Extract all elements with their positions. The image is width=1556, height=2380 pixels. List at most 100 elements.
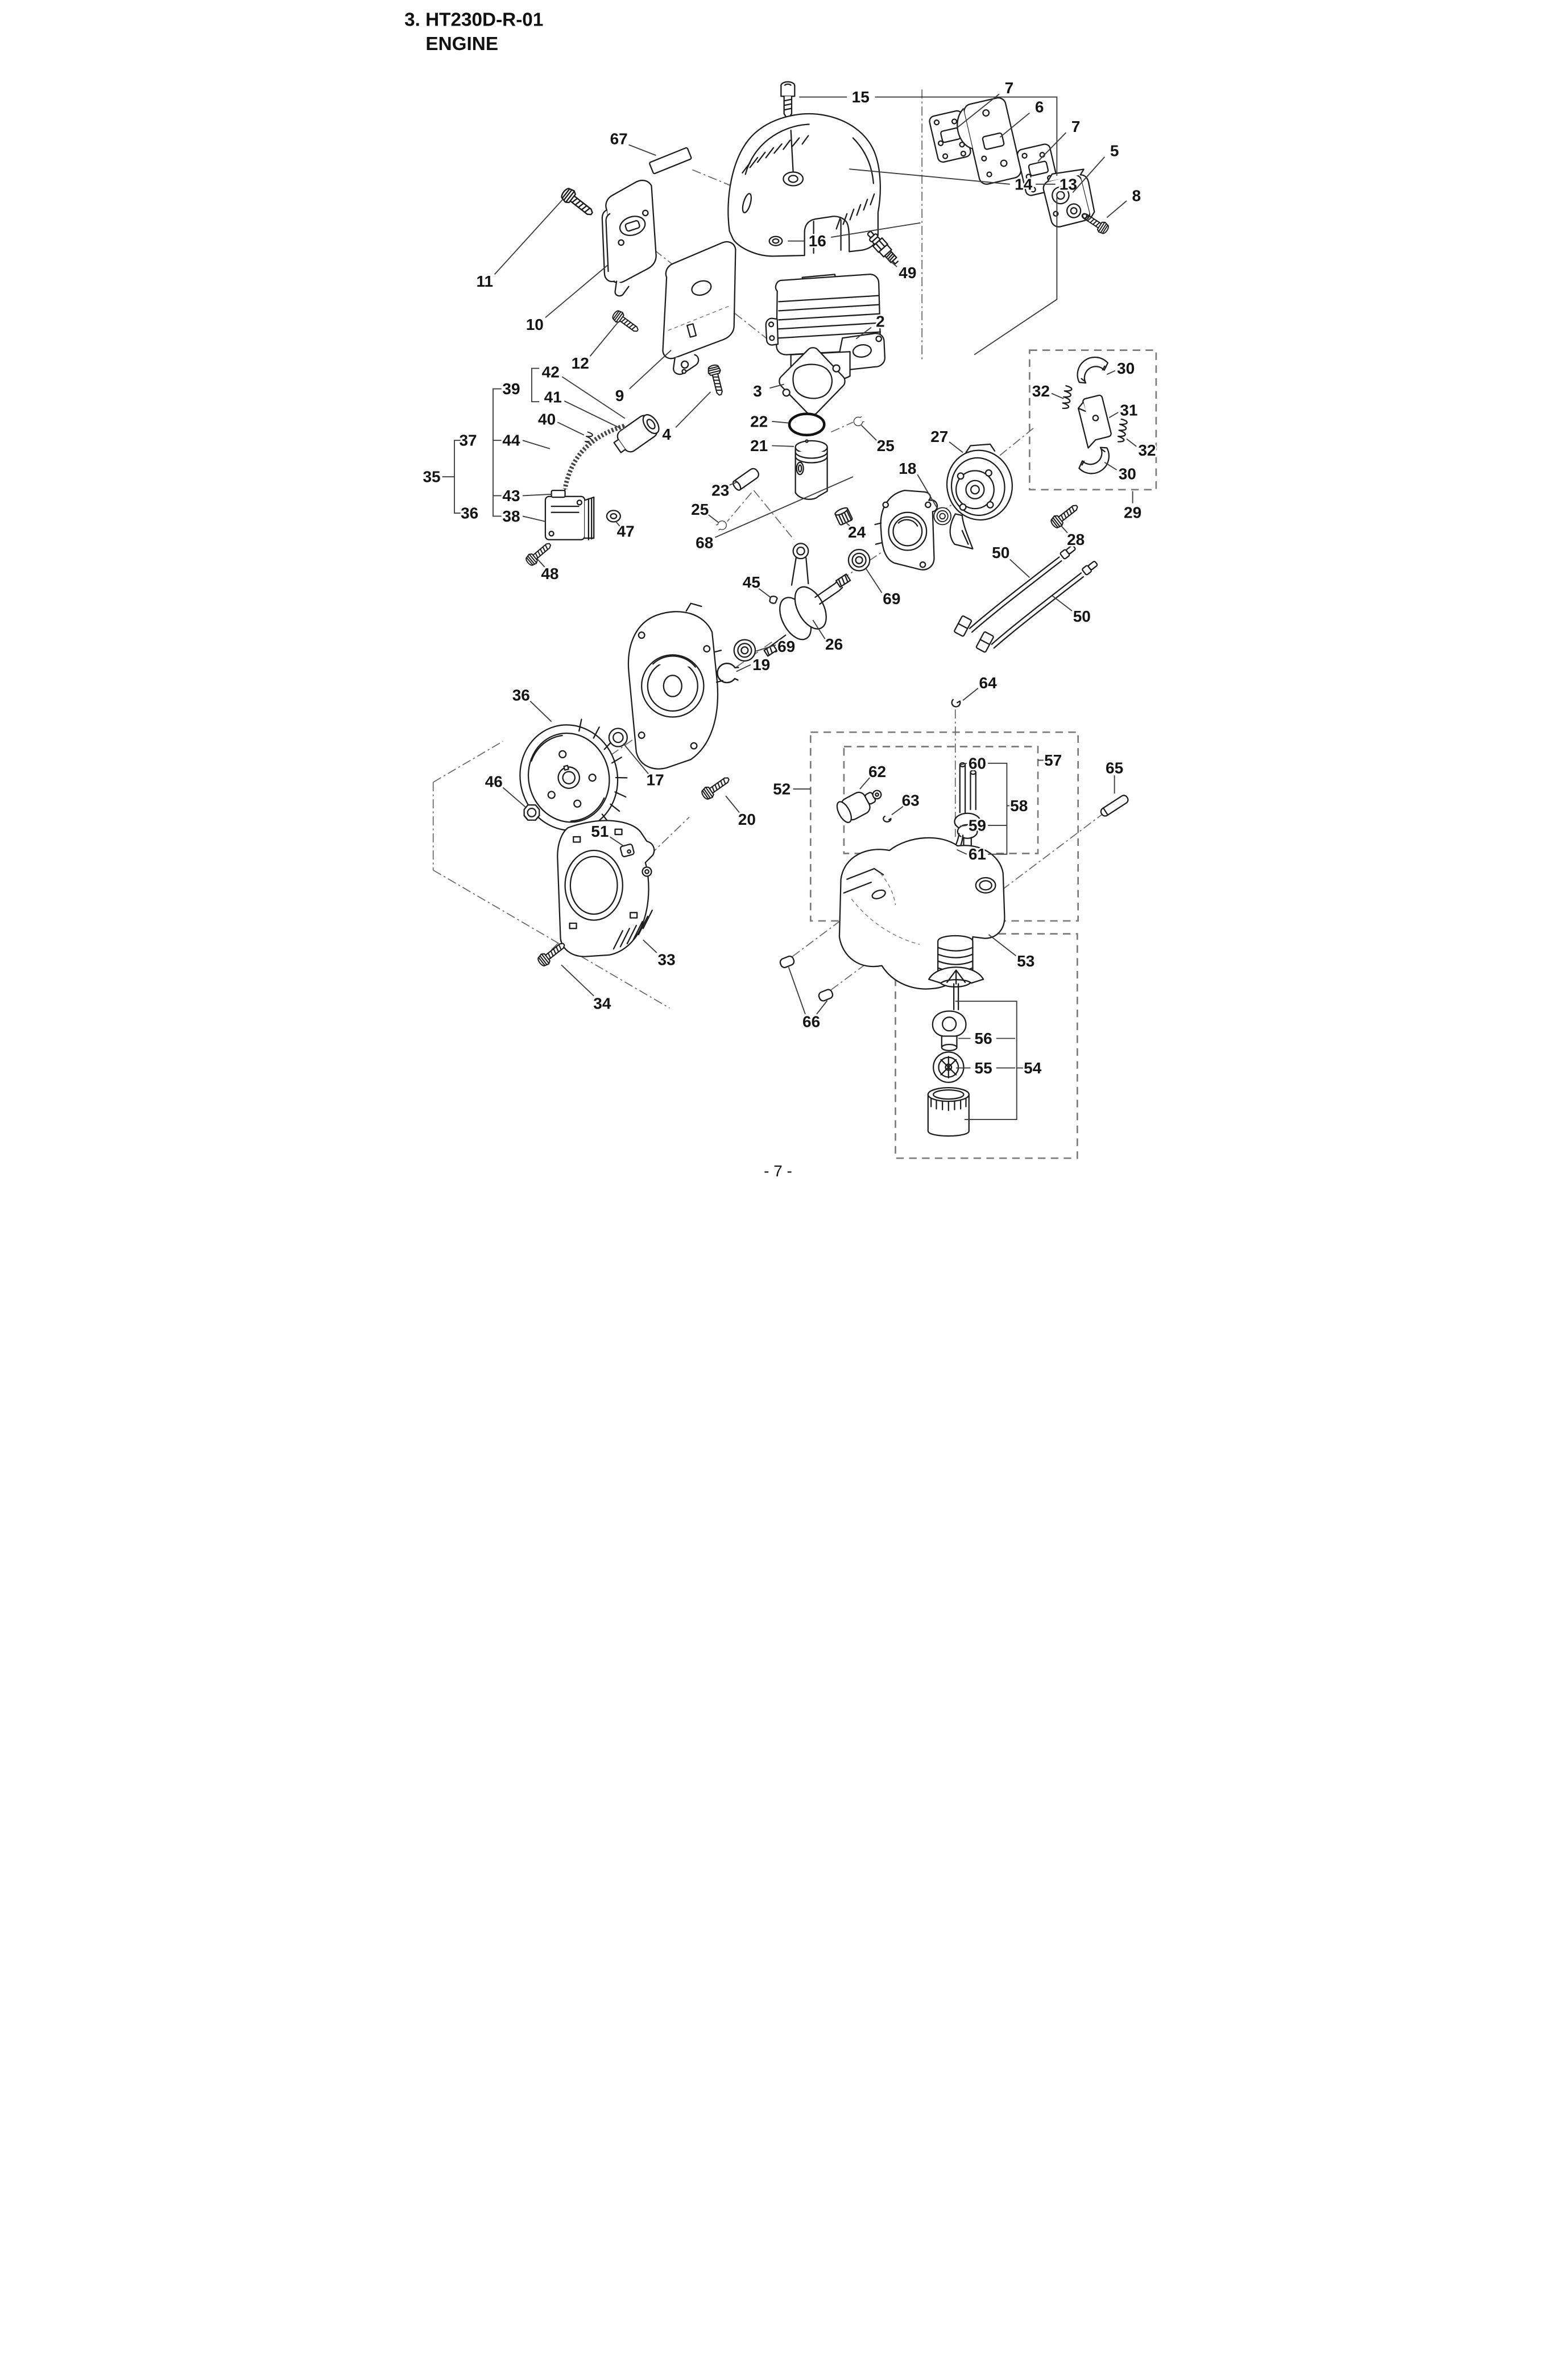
leader-line-45 bbox=[758, 588, 771, 598]
leader-line-60 bbox=[960, 762, 967, 766]
circlip-25a bbox=[852, 415, 866, 428]
leader-line-43 bbox=[522, 493, 552, 497]
leader-line-23 bbox=[729, 481, 738, 486]
clutch-drum bbox=[946, 443, 1013, 549]
leader-line-53 bbox=[988, 934, 1016, 956]
leader-line-7 bbox=[1037, 132, 1067, 162]
callout-30: 30 bbox=[1119, 465, 1136, 482]
callout-27: 27 bbox=[930, 428, 948, 445]
callout-61: 61 bbox=[969, 845, 986, 863]
page-number: - 7 - bbox=[764, 1162, 792, 1180]
callout-47: 47 bbox=[617, 523, 635, 540]
callout-50: 50 bbox=[992, 544, 1009, 561]
callout-22: 22 bbox=[750, 412, 768, 430]
callout-43: 43 bbox=[502, 487, 520, 505]
callout-33: 33 bbox=[658, 951, 676, 968]
crankcase-half-left bbox=[627, 602, 723, 770]
clutch-shoe-b bbox=[1074, 445, 1114, 478]
fuel-tube-65 bbox=[1100, 795, 1129, 817]
callout-38: 38 bbox=[502, 507, 520, 525]
callout-51: 51 bbox=[591, 823, 609, 840]
leader-line-34 bbox=[561, 964, 594, 997]
diagram-canvas: 3. HT230D-R-01 ENGINE - 7 - bbox=[404, 9, 1157, 1180]
callout-bracket bbox=[454, 440, 461, 514]
leader-line-3 bbox=[769, 383, 784, 389]
leader-line-28 bbox=[1060, 524, 1068, 534]
spark-plug bbox=[867, 230, 899, 265]
leader-line-10 bbox=[545, 265, 608, 319]
page-subtitle: ENGINE bbox=[425, 34, 498, 55]
leader-line-24 bbox=[845, 522, 851, 527]
cover-screw bbox=[780, 81, 796, 121]
fuel-cap-retainer bbox=[928, 966, 984, 1051]
callout-3: 3 bbox=[753, 382, 762, 400]
coil-grommet bbox=[606, 510, 621, 523]
callout-57: 57 bbox=[1044, 751, 1062, 769]
leader-line-48 bbox=[536, 558, 545, 568]
callout-7: 7 bbox=[1005, 79, 1014, 97]
callout-44: 44 bbox=[502, 432, 520, 449]
leader-line-7 bbox=[957, 93, 1000, 128]
callout-45: 45 bbox=[743, 573, 760, 591]
leader-line-5 bbox=[1072, 156, 1105, 193]
leader-line-6 bbox=[999, 112, 1030, 138]
leader-line-30 bbox=[1104, 462, 1118, 470]
leader-line-16 bbox=[831, 222, 921, 238]
callout-12: 12 bbox=[572, 354, 589, 372]
piston-ring bbox=[788, 412, 826, 437]
callout-14: 14 bbox=[1015, 175, 1033, 193]
callout-52: 52 bbox=[773, 780, 791, 798]
clutch-shoe-a bbox=[1073, 353, 1112, 386]
crankcase-half-right bbox=[874, 489, 938, 571]
callout-19: 19 bbox=[752, 656, 770, 673]
callout-23: 23 bbox=[711, 482, 729, 499]
leader-line-38 bbox=[522, 515, 546, 522]
tank-pad-a bbox=[778, 954, 796, 969]
callout-8: 8 bbox=[1132, 187, 1141, 204]
leader-line-4 bbox=[675, 391, 711, 428]
callout-25: 25 bbox=[691, 501, 709, 518]
callout-42: 42 bbox=[542, 363, 560, 381]
leader-line-66 bbox=[788, 966, 806, 1015]
fuel-cap-inner bbox=[933, 1051, 965, 1083]
pipe-clip-64 bbox=[951, 699, 961, 708]
callout-13: 13 bbox=[1060, 175, 1077, 193]
callout-16: 16 bbox=[809, 232, 826, 250]
fuel-filter bbox=[836, 790, 882, 823]
callout-68: 68 bbox=[696, 534, 713, 552]
leader-line-61 bbox=[957, 849, 967, 855]
high-tension-lead bbox=[562, 424, 625, 503]
callout-63: 63 bbox=[902, 792, 920, 809]
callout-53: 53 bbox=[1017, 952, 1034, 970]
leader-line-25 bbox=[707, 514, 719, 523]
cylinder-gasket bbox=[779, 347, 846, 416]
leader-line-20 bbox=[725, 795, 740, 813]
leader-line-32 bbox=[1126, 438, 1137, 447]
shaft-grommet bbox=[834, 507, 853, 526]
crankshaft bbox=[763, 543, 851, 657]
woodruff-key bbox=[769, 596, 778, 604]
callout-36: 36 bbox=[512, 686, 530, 704]
callout-connectors bbox=[442, 96, 1133, 1121]
spark-arrestor-strip bbox=[649, 147, 692, 175]
leader-line-49 bbox=[885, 257, 897, 267]
page-title: 3. HT230D-R-01 bbox=[404, 9, 543, 30]
insulator-block bbox=[1042, 168, 1095, 228]
callout-32: 32 bbox=[1032, 382, 1050, 400]
callout-49: 49 bbox=[899, 264, 916, 282]
callout-56: 56 bbox=[975, 1030, 992, 1047]
leader-line-63 bbox=[891, 806, 904, 816]
callout-bracket bbox=[955, 1001, 1017, 1121]
leader-line-2 bbox=[855, 327, 872, 340]
leader-line-33 bbox=[643, 939, 657, 953]
leader-line-62 bbox=[859, 777, 870, 790]
callout-36: 36 bbox=[461, 505, 478, 522]
leader-line-14 bbox=[849, 168, 1010, 185]
leader-line-30 bbox=[1106, 370, 1116, 375]
leader-line-11 bbox=[494, 199, 564, 275]
bolt-8 bbox=[1079, 209, 1111, 236]
clutch-spring-b bbox=[1116, 418, 1128, 444]
piston-pin bbox=[732, 468, 760, 491]
callout-39: 39 bbox=[502, 380, 520, 398]
callout-67: 67 bbox=[610, 130, 628, 147]
